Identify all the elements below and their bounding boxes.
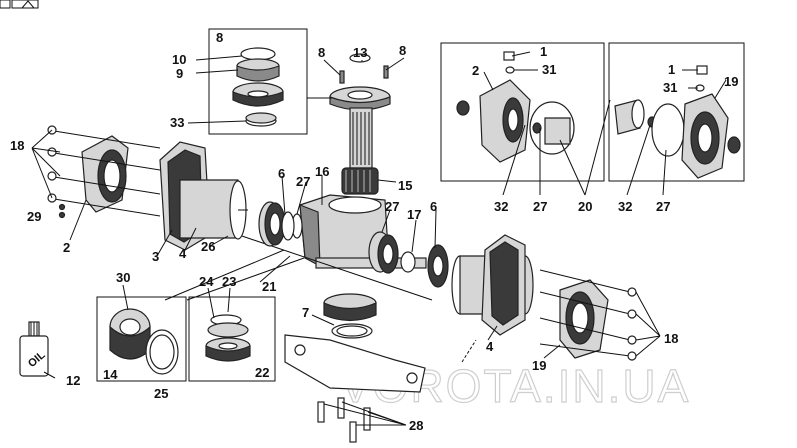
callout-13: 13	[353, 45, 367, 60]
callout-2: 2	[472, 63, 479, 78]
callout-30: 30	[116, 270, 130, 285]
callout-1: 1	[668, 62, 675, 77]
callout-16: 16	[315, 164, 329, 179]
callout-4: 4	[486, 339, 494, 354]
inset-box-right-a	[440, 42, 605, 182]
callout-17: 17	[407, 207, 421, 222]
oil-bottle-icon: OIL	[19, 321, 49, 377]
callout-8: 8	[399, 43, 406, 58]
callout-21: 21	[262, 279, 276, 294]
callout-3: 3	[152, 249, 159, 264]
callout-27: 27	[296, 174, 310, 189]
callout-27: 27	[385, 199, 399, 214]
callout-31: 31	[663, 80, 677, 95]
inset-14-part	[109, 308, 179, 375]
callout-19: 19	[532, 358, 546, 373]
callout-1: 1	[540, 44, 547, 59]
inset-box-bottom-center	[188, 296, 276, 382]
left-bearing-part	[258, 201, 303, 247]
callout-27: 27	[533, 199, 547, 214]
callout-10: 10	[172, 52, 186, 67]
callout-4: 4	[179, 246, 187, 261]
flange-top-part	[329, 53, 391, 111]
callout-26: 26	[201, 239, 215, 254]
callout-8: 8	[216, 30, 223, 45]
right-frame-part	[481, 234, 526, 336]
callout-7: 7	[302, 305, 309, 320]
callout-25: 25	[154, 386, 168, 401]
inset-box-top-center	[208, 28, 308, 135]
left-motor-part	[179, 179, 248, 240]
center-seal-part	[323, 293, 377, 339]
callout-6: 6	[278, 166, 285, 181]
callout-27: 27	[656, 199, 670, 214]
callout-32: 32	[618, 199, 632, 214]
right-cover-plate-part	[539, 269, 637, 361]
callout-2: 2	[63, 240, 70, 255]
right-bearing-part	[368, 231, 449, 288]
callout-15: 15	[398, 178, 412, 193]
callout-18: 18	[10, 138, 24, 153]
callout-29: 29	[27, 209, 41, 224]
leader-lines	[31, 51, 727, 426]
callout-12: 12	[66, 373, 80, 388]
window-corner-icon	[0, 0, 39, 9]
callout-31: 31	[542, 62, 556, 77]
callout-23: 23	[222, 274, 236, 289]
inset-b-housing-part	[614, 65, 741, 179]
callout-9: 9	[176, 66, 183, 81]
inset-22-part	[205, 314, 251, 362]
callout-28: 28	[409, 418, 423, 433]
inset-box-right-b	[608, 42, 745, 182]
callout-32: 32	[494, 199, 508, 214]
gearbox-housing-part	[229, 194, 433, 301]
bracket-plate-part	[284, 334, 426, 443]
callout-14: 14	[103, 367, 118, 382]
inset-box-bottom-left	[96, 296, 187, 382]
callout-33: 33	[170, 115, 184, 130]
callout-24: 24	[199, 274, 214, 289]
inset-a-housing-part	[456, 51, 575, 163]
seal-stack-part	[232, 47, 284, 107]
callout-18: 18	[664, 331, 678, 346]
callout-20: 20	[578, 199, 592, 214]
callout-22: 22	[255, 365, 269, 380]
small-ring-part	[245, 112, 277, 127]
splined-shaft-part	[341, 107, 379, 195]
callout-6: 6	[430, 199, 437, 214]
left-cover-plate-part	[47, 125, 161, 219]
callout-19: 19	[724, 74, 738, 89]
callout-labels: 8 10 9 33 8 13 8 1 2 31 32 27 20 1 19 31…	[10, 30, 738, 433]
callout-8: 8	[318, 45, 325, 60]
